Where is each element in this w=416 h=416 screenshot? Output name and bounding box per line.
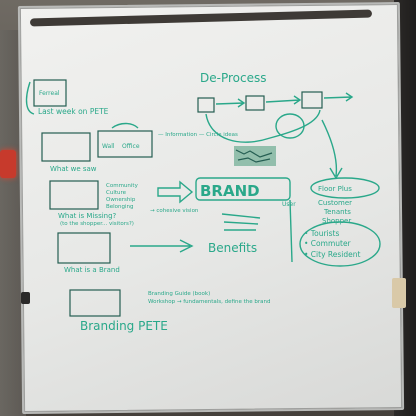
flow-down-arrow — [321, 119, 343, 180]
bracket-1 — [25, 81, 35, 115]
frame-2 — [41, 132, 91, 162]
frame-5 — [69, 289, 121, 317]
arrow-brand — [157, 180, 194, 204]
flow-arrow-1 — [215, 98, 246, 108]
fan-lines — [221, 213, 261, 231]
brand-box — [195, 177, 291, 201]
row-3-note-5: → cohesive vision — [150, 208, 199, 214]
bullet-1: • Tourists — [304, 229, 339, 238]
benefits-word: Benefits — [208, 241, 257, 255]
flow-arrow-3 — [323, 92, 354, 102]
row-5-note-2: Workshop → fundamentals, define the bran… — [148, 299, 271, 305]
row-3-note-2: Culture — [106, 190, 127, 196]
right-top: Floor Plus — [318, 185, 352, 193]
flow-circle — [275, 113, 305, 139]
row-3-subcaption: (to the shopper... visitors?) — [60, 221, 134, 227]
divider-line — [289, 199, 293, 263]
map-sketch — [234, 146, 276, 166]
frame-4 — [57, 232, 111, 264]
right-item-3: Shopper — [322, 217, 351, 225]
row-3-note-3: Ownership — [106, 197, 136, 203]
row-5-note-1: Branding Guide (book) — [148, 291, 210, 297]
row-2-caption: What we saw — [50, 165, 97, 173]
row-4-caption: What is a Brand — [64, 266, 120, 274]
floor-plus-oval — [310, 177, 380, 199]
row-3-caption: What is Missing? — [58, 212, 117, 220]
bullet-2: • Commuter — [304, 239, 352, 248]
frame-2b — [97, 130, 153, 158]
frame-1-label: Ferreal — [39, 90, 60, 97]
map-lines — [235, 149, 273, 163]
row-2-note: — Information — Circle ideas — [158, 132, 238, 138]
right-item-2: Tenants — [323, 208, 351, 216]
board-handle-right — [392, 278, 406, 308]
row-5-caption: Branding PETE — [80, 319, 168, 333]
audience-oval — [299, 221, 381, 267]
flow-arrow-2 — [265, 95, 302, 105]
flow-box-1 — [197, 97, 215, 113]
right-item-1: Customer — [318, 199, 352, 207]
arrow-benefits — [130, 239, 194, 253]
frame-2-label-b: Office — [122, 143, 140, 150]
side-note: User — [282, 201, 296, 208]
flow-box-2 — [245, 95, 265, 111]
arc-2 — [111, 122, 139, 129]
frame-2-label-a: Wall — [102, 143, 115, 150]
flow-box-3 — [301, 91, 323, 109]
red-light — [0, 150, 16, 178]
frame-3 — [49, 180, 99, 210]
brand-word: BRAND — [200, 182, 260, 200]
row-3-note-4: Belonging — [106, 204, 134, 210]
frame-1 — [33, 79, 67, 107]
board-clip-left — [21, 292, 30, 304]
process-title: De-Process — [200, 71, 266, 85]
bullet-3: • City Resident — [304, 250, 360, 259]
flow-loop — [205, 109, 321, 143]
row-3-note-1: Community — [106, 183, 139, 189]
row-1-caption: Last week on PETE — [38, 107, 109, 116]
